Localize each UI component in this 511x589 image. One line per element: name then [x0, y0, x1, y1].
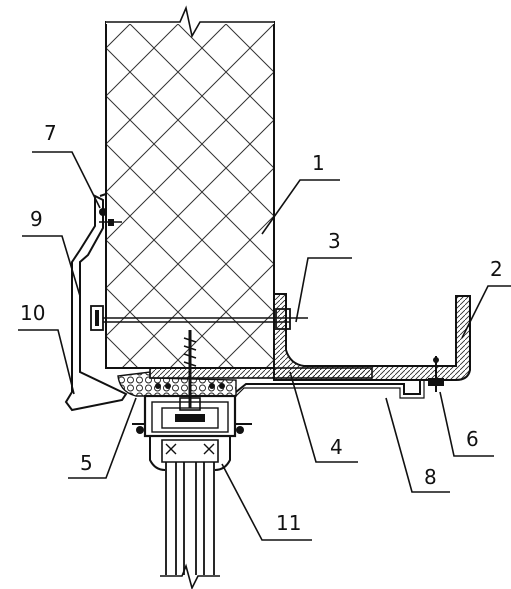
- callout-4: 4: [330, 435, 343, 459]
- base-plate: [149, 367, 373, 379]
- callout-labels: 1 2 3 4 5 6 7 8 9 10 11: [20, 121, 503, 535]
- foam-seal: [117, 371, 237, 397]
- callout-9: 9: [30, 207, 43, 231]
- wall-bracket: [64, 193, 128, 412]
- callout-5: 5: [80, 451, 93, 475]
- callout-6: 6: [466, 427, 479, 451]
- callout-2: 2: [490, 257, 503, 281]
- leader-lines: [18, 151, 511, 541]
- callout-8: 8: [424, 465, 437, 489]
- window-frame: [132, 383, 252, 471]
- callout-3: 3: [328, 229, 341, 253]
- flashing: [235, 380, 425, 399]
- break-line-top: [106, 5, 274, 39]
- break-line-bottom: [160, 563, 220, 589]
- screw-7: [99, 208, 122, 226]
- glazing-mullion: [160, 462, 220, 589]
- callout-11: 11: [276, 511, 301, 535]
- bolt-6: [428, 356, 444, 392]
- callout-1: 1: [312, 151, 325, 175]
- callout-10: 10: [20, 301, 45, 325]
- sandwich-panel: [105, 5, 275, 369]
- steel-channel: [273, 293, 471, 381]
- callout-7: 7: [44, 121, 57, 145]
